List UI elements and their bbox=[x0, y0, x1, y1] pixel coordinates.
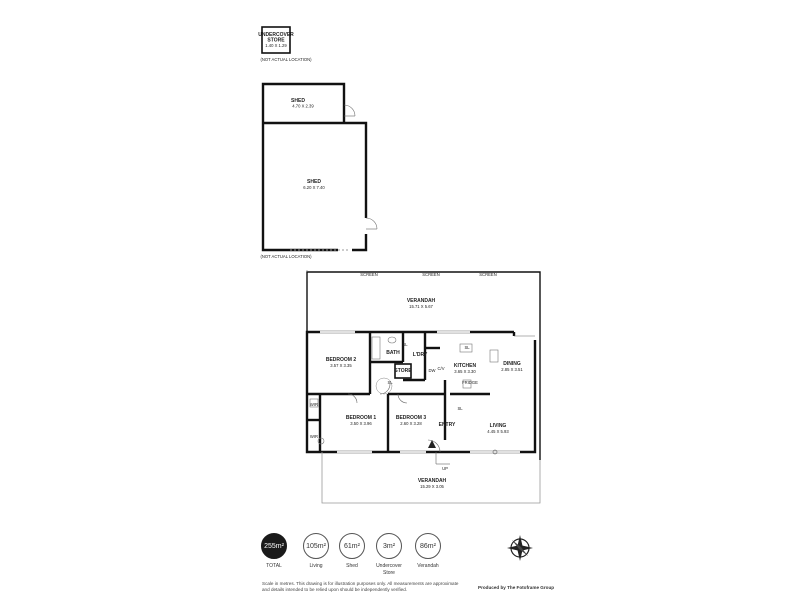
undercover-store: UNDERCOVER STORE 1.40 X 1.29 bbox=[258, 26, 294, 54]
undercover-store-dims: 1.40 X 1.29 bbox=[265, 43, 287, 48]
stat-undercover-store-label-1: Undercover bbox=[376, 563, 402, 569]
shed-large-label: SHED bbox=[307, 179, 321, 185]
stat-shed: 61m² bbox=[339, 533, 365, 559]
cv-label: C/V bbox=[438, 366, 445, 371]
stat-living-label: Living bbox=[309, 563, 323, 569]
not-actual-location-note: (NOT ACTUAL LOCATION) bbox=[260, 57, 312, 62]
stat-living: 105m² bbox=[303, 533, 329, 559]
stat-verandah-label: Verandah bbox=[417, 563, 439, 569]
stat-total: 255m² bbox=[261, 533, 287, 559]
stat-undercover-store-label: Undercover Store bbox=[369, 563, 409, 577]
verandah-bottom: VERANDAH 15.29 X 3.05 bbox=[321, 452, 541, 504]
stat-undercover-store: 3m² bbox=[376, 533, 402, 559]
north-arrow-icon bbox=[507, 535, 533, 561]
screen-label-1: SCREEN bbox=[360, 272, 377, 277]
up-label: UP bbox=[442, 466, 448, 471]
sl-label-1: SL bbox=[402, 342, 408, 347]
living-dims: 4.45 X 5.93 bbox=[487, 429, 509, 434]
screen-label-3: SCREEN bbox=[479, 272, 496, 277]
entry-label: ENTRY bbox=[439, 422, 456, 428]
stat-total-value: 255m² bbox=[264, 542, 284, 550]
kitchen-dims: 3.65 X 3.30 bbox=[454, 369, 476, 374]
shed-small-dims: 4.70 X 2.39 bbox=[292, 104, 314, 109]
stat-living-value: 105m² bbox=[306, 542, 326, 550]
shed-small-label: SHED bbox=[291, 98, 305, 104]
store-label: STORE bbox=[394, 368, 412, 374]
shed-large-dims: 6.20 X 7.40 bbox=[303, 185, 325, 190]
house-walls bbox=[305, 330, 537, 455]
fridge-label: FRIDGE bbox=[462, 380, 478, 385]
stat-verandah-value: 86m² bbox=[420, 542, 436, 550]
kitchen-label: KITCHEN bbox=[454, 363, 477, 369]
stat-undercover-store-label-2: Store bbox=[383, 570, 395, 576]
bedroom2-label: BEDROOM 2 bbox=[326, 357, 357, 363]
bedroom1-dims: 3.50 X 3.96 bbox=[350, 421, 372, 426]
stat-undercover-store-value: 3m² bbox=[382, 542, 396, 550]
bedroom3-dims: 2.60 X 3.28 bbox=[400, 421, 422, 426]
sl-label-3: SL bbox=[387, 380, 393, 385]
verandah-top-label: VERANDAH bbox=[407, 298, 436, 304]
not-actual-location-note-2: (NOT ACTUAL LOCATION) bbox=[260, 254, 312, 259]
stat-shed-value: 61m² bbox=[344, 542, 360, 550]
sl-label-2: SL bbox=[464, 345, 470, 350]
dining-label: DINING bbox=[503, 361, 521, 367]
bath-label: BATH bbox=[386, 350, 400, 356]
living-label: LIVING bbox=[490, 423, 507, 429]
undercover-store-label-1: UNDERCOVER bbox=[258, 32, 294, 38]
stat-shed-label: Shed bbox=[346, 563, 358, 569]
verandah-bottom-dims: 15.29 X 3.05 bbox=[420, 484, 444, 489]
room-labels: BEDROOM 2 3.57 X 3.35 BATH STORE L'DRY K… bbox=[310, 342, 523, 471]
wir-label-1: WIR bbox=[310, 402, 318, 407]
disclaimer: Scale in metres. This drawing is for ill… bbox=[262, 581, 459, 592]
credit: Produced by The Fotoframe Group bbox=[478, 585, 555, 590]
verandah-bottom-label: VERANDAH bbox=[418, 478, 447, 484]
undercover-store-label-2: STORE bbox=[267, 38, 285, 44]
laundry-label: L'DRY bbox=[413, 352, 428, 358]
stat-verandah: 86m² bbox=[415, 533, 441, 559]
dining-dims: 2.85 X 3.51 bbox=[501, 367, 523, 372]
wir-label-2: WIR bbox=[310, 434, 318, 439]
screen-label-2: SCREEN bbox=[422, 272, 439, 277]
sl-label-4: SL bbox=[457, 406, 463, 411]
bedroom1-label: BEDROOM 1 bbox=[346, 415, 377, 421]
sheds: SHED 4.70 X 2.39 SHED 6.20 X 7.40 bbox=[261, 82, 378, 252]
verandah-top-dims: 15.71 X 5.67 bbox=[409, 304, 433, 309]
stat-total-label: TOTAL bbox=[266, 563, 282, 569]
dw-label: DW bbox=[429, 368, 436, 373]
bedroom3-label: BEDROOM 3 bbox=[396, 415, 427, 421]
verandah-top: SCREEN SCREEN SCREEN VERANDAH 15.71 X 5.… bbox=[306, 270, 541, 460]
bedroom2-dims: 3.57 X 3.35 bbox=[330, 363, 352, 368]
